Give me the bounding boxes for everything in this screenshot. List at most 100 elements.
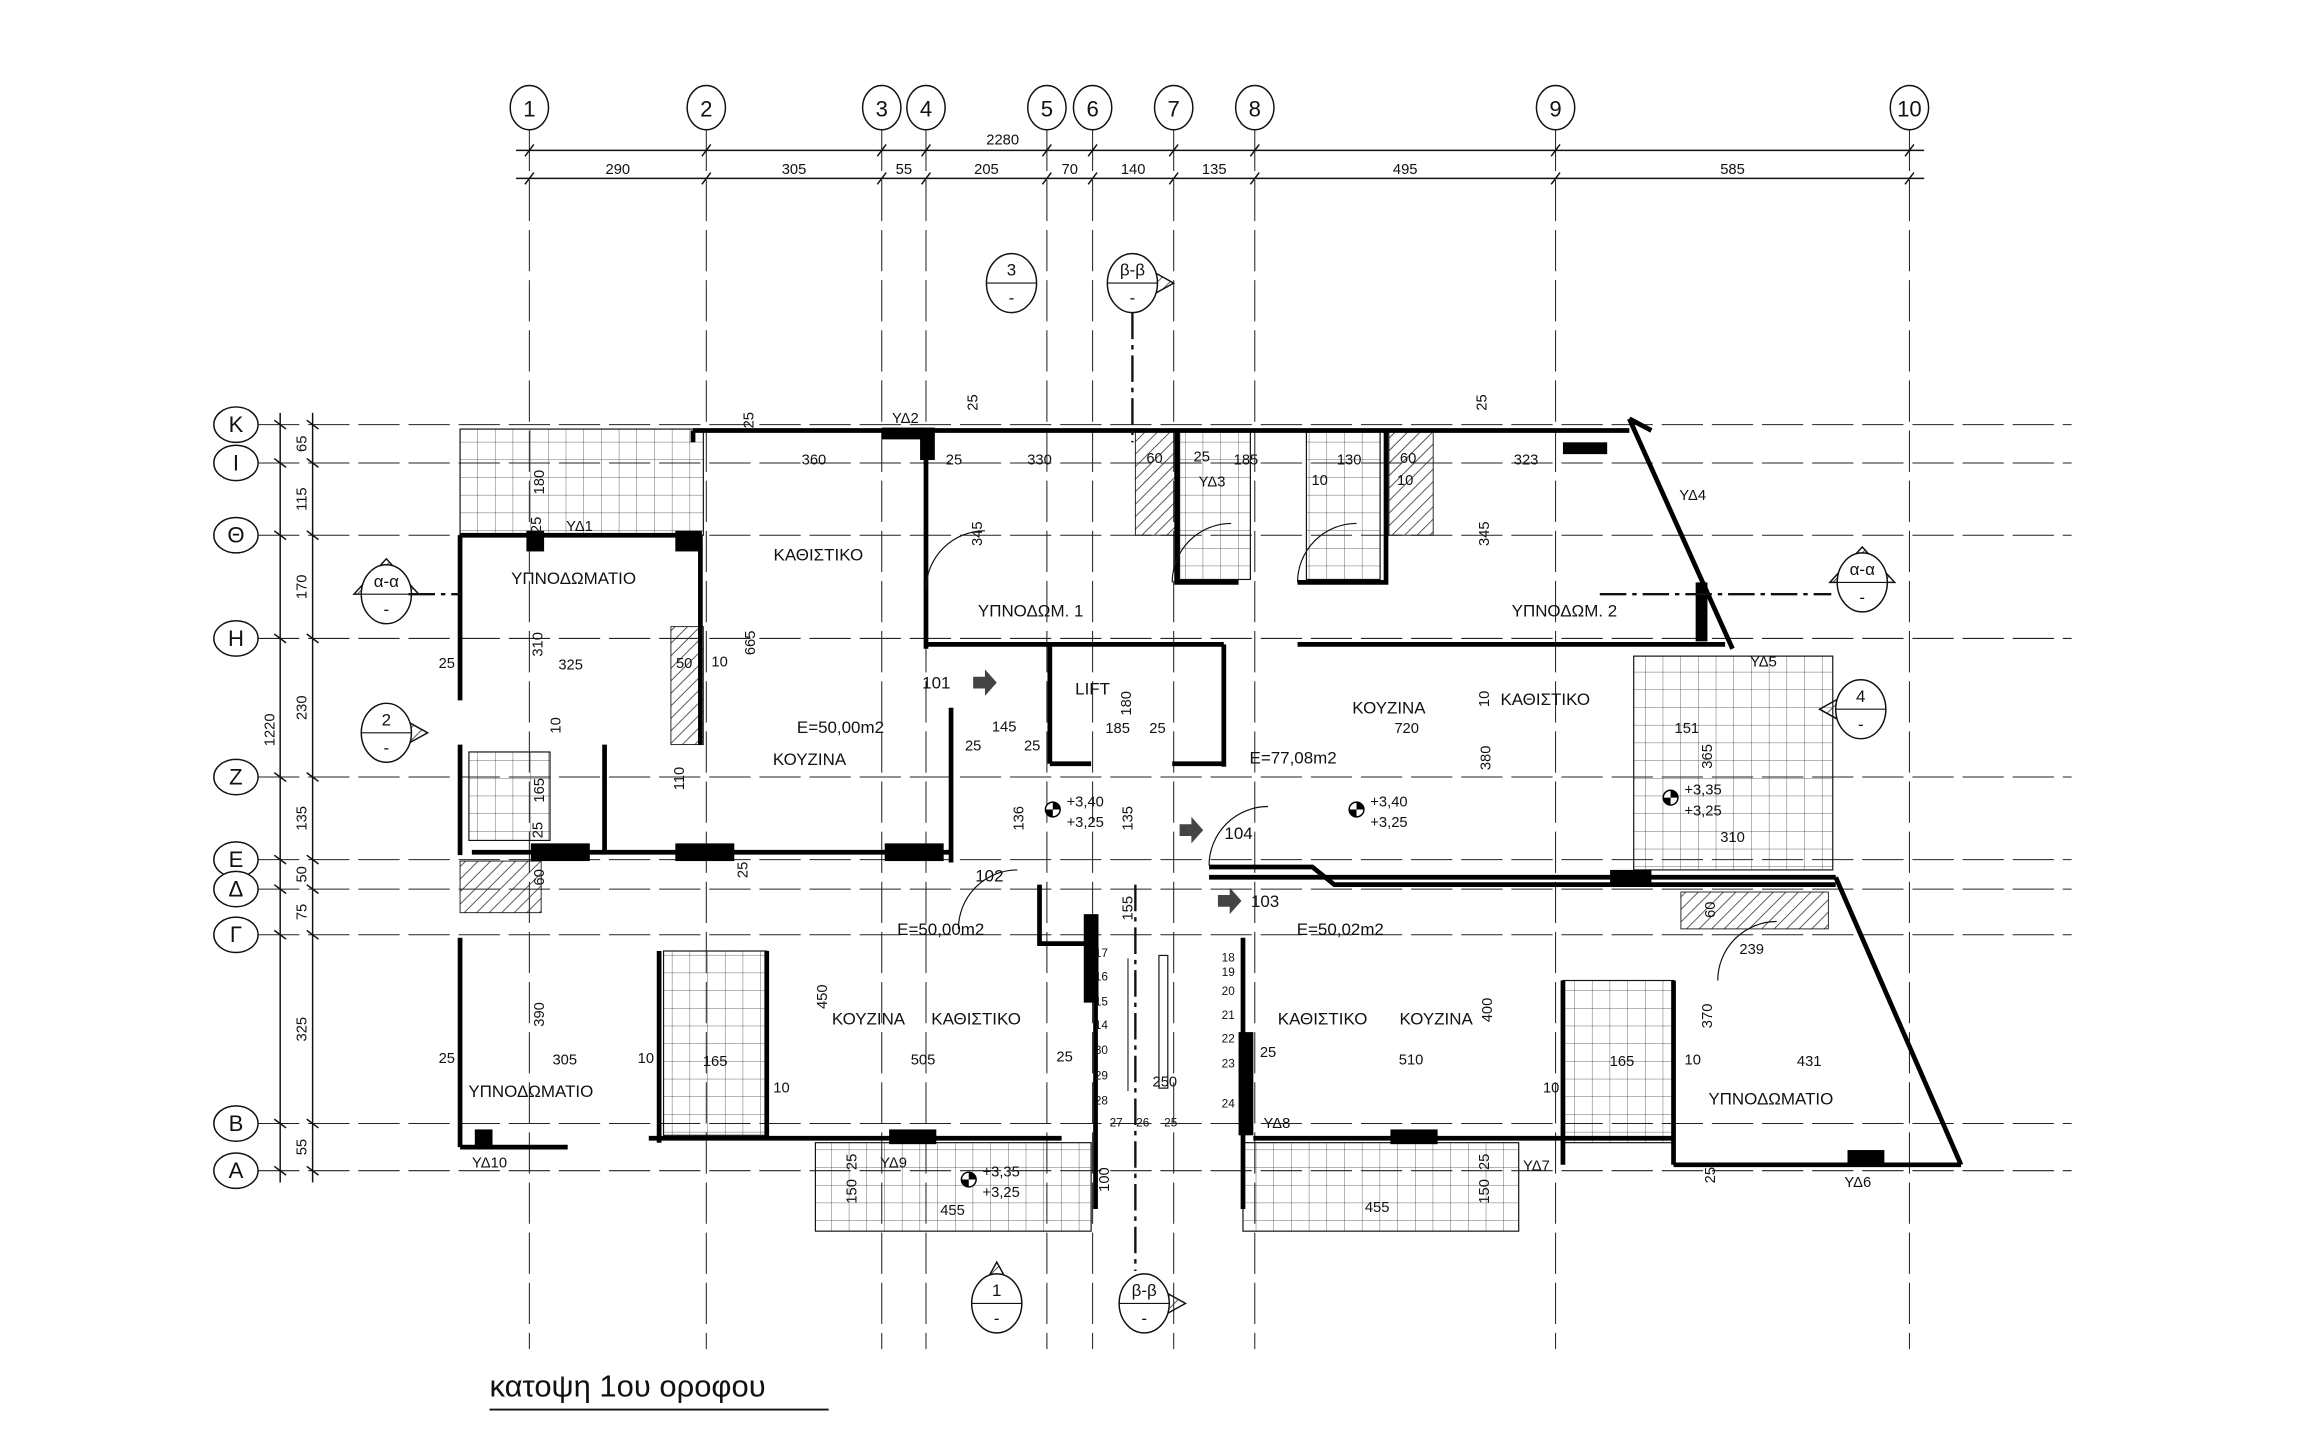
dim-tick — [1041, 172, 1052, 185]
interior-dimension: 150 — [1477, 1179, 1493, 1204]
interior-dimension: 505 — [911, 1053, 936, 1069]
interior-dimension: 165 — [703, 1054, 728, 1070]
interior-dimension: 25 — [946, 452, 962, 468]
interior-dimension: 10 — [1477, 691, 1493, 707]
interior-dimension: 25 — [529, 517, 545, 533]
tiled-floor — [1633, 655, 1834, 871]
section-label: β-β — [1120, 261, 1145, 280]
stair-step-number: 22 — [1222, 1032, 1235, 1045]
grid-label-row: Κ — [229, 412, 244, 437]
interior-dimension: 185 — [1105, 721, 1130, 737]
dim-tick — [920, 172, 932, 185]
drawing-title: κατοψη 1ου οροφου — [490, 1368, 766, 1403]
grid-bubble — [213, 516, 259, 554]
interior-dimension: 60 — [1400, 451, 1416, 467]
interior-dimension: 10 — [548, 717, 564, 733]
room-label: LIFT — [1075, 679, 1110, 698]
interior-dimension: 10 — [711, 654, 727, 670]
window-label: ΥΔ9 — [880, 1156, 907, 1172]
grid-bubble — [213, 1152, 259, 1190]
dim-total-top: 2280 — [986, 132, 1019, 148]
interior-dimension: 25 — [1477, 1154, 1493, 1170]
door-swing — [1296, 522, 1357, 583]
column — [920, 427, 935, 461]
tiled-floor — [459, 428, 704, 536]
interior-dimension: 10 — [773, 1081, 789, 1097]
dim-tick — [701, 172, 712, 185]
room-label: ΚΑΘΙΣΤΙΚΟ — [774, 545, 864, 564]
grid-label-col: 5 — [1041, 96, 1053, 121]
grid-bubble — [213, 870, 259, 908]
grid-bubble — [1153, 84, 1194, 131]
window-label: ΥΔ2 — [892, 411, 919, 427]
dim-tick — [1904, 172, 1915, 185]
section-label: β-β — [1132, 1281, 1157, 1300]
interior-dimension: 10 — [1397, 473, 1413, 489]
window-label: ΥΔ6 — [1844, 1175, 1871, 1191]
window-label: ΥΔ10 — [472, 1156, 507, 1172]
door-number: 101 — [922, 674, 950, 693]
tiled-floor — [1562, 979, 1675, 1144]
dim-segment-top: 70 — [1062, 162, 1078, 178]
elevation-bottom: +3,25 — [1370, 815, 1407, 831]
column — [530, 843, 590, 862]
room-label: ΥΠΝΟΔΩΜ. 1 — [978, 601, 1083, 620]
window-label: ΥΔ3 — [1199, 475, 1226, 491]
dim-tick — [1249, 172, 1260, 185]
stair-step-number: 20 — [1222, 985, 1236, 998]
grid-label-row: Α — [229, 1158, 244, 1183]
window-label: ΥΔ5 — [1750, 654, 1777, 670]
room-label: ΥΠΝΟΔΩΜΑΤΙΟ — [511, 569, 636, 588]
column — [1695, 582, 1708, 642]
section-label: 4 — [1856, 687, 1865, 706]
interior-dimension: 150 — [845, 1179, 861, 1204]
stair-step-number: 21 — [1222, 1009, 1235, 1022]
section-sheet: - — [1141, 1309, 1147, 1328]
section-label: α-α — [1850, 560, 1875, 579]
room-label: ΥΠΝΟΔΩΜ. 2 — [1512, 601, 1618, 620]
dim-tick — [1041, 144, 1052, 157]
dim-segment-left: 170 — [295, 575, 311, 600]
dim-tick — [1904, 144, 1915, 157]
section-markers: α-α-α-α-2-3-β-β-4-1-β-β- — [352, 252, 1897, 1334]
interior-dimension: 25 — [1260, 1045, 1276, 1061]
section-sheet: - — [1858, 715, 1864, 734]
dim-tick — [1087, 172, 1098, 185]
dim-segment-top: 585 — [1720, 162, 1745, 178]
interior-dimension: 25 — [1056, 1050, 1072, 1066]
interior-dimension: 25 — [965, 738, 981, 754]
dim-segment-top: 55 — [896, 162, 912, 178]
door-number: 102 — [975, 867, 1003, 886]
door-swing — [1717, 920, 1777, 981]
dim-tick — [524, 144, 535, 157]
interior-dimension: 25 — [966, 394, 982, 410]
area-label: E=50,00m2 — [797, 718, 884, 737]
dim-tick — [306, 884, 319, 895]
stair-step-number: 16 — [1095, 971, 1109, 984]
dim-segment-left: 50 — [295, 866, 311, 882]
grid-label-col: 7 — [1168, 96, 1180, 121]
wall — [1037, 884, 1096, 946]
grid-bubble — [213, 444, 259, 482]
dim-segment-top: 135 — [1202, 162, 1227, 178]
dim-tick — [1550, 172, 1561, 185]
dim-tick — [306, 530, 319, 541]
window-label: ΥΔ1 — [566, 519, 593, 535]
stair-step-number: 25 — [1164, 1116, 1178, 1129]
column — [675, 530, 702, 552]
grid-label-col: 10 — [1897, 96, 1922, 121]
room-label: ΚΟΥΖΙΝΑ — [1352, 699, 1426, 718]
area-label: E=50,00m2 — [897, 920, 984, 939]
dim-tick — [306, 419, 319, 430]
interior-dimension: 60 — [1703, 902, 1719, 918]
dim-tick — [273, 854, 287, 865]
stair-step-number: 18 — [1222, 951, 1236, 964]
grid-label-row: Β — [229, 1111, 244, 1136]
dim-tick — [273, 530, 287, 541]
closet-hatch — [1134, 431, 1181, 536]
dim-segment-top: 140 — [1121, 162, 1146, 178]
room-label: ΚΑΘΙΣΤΙΚΟ — [1278, 1010, 1368, 1029]
dim-segment-left: 135 — [295, 806, 311, 831]
dim-segment-left: 115 — [295, 487, 311, 510]
door-swing — [1171, 522, 1232, 583]
